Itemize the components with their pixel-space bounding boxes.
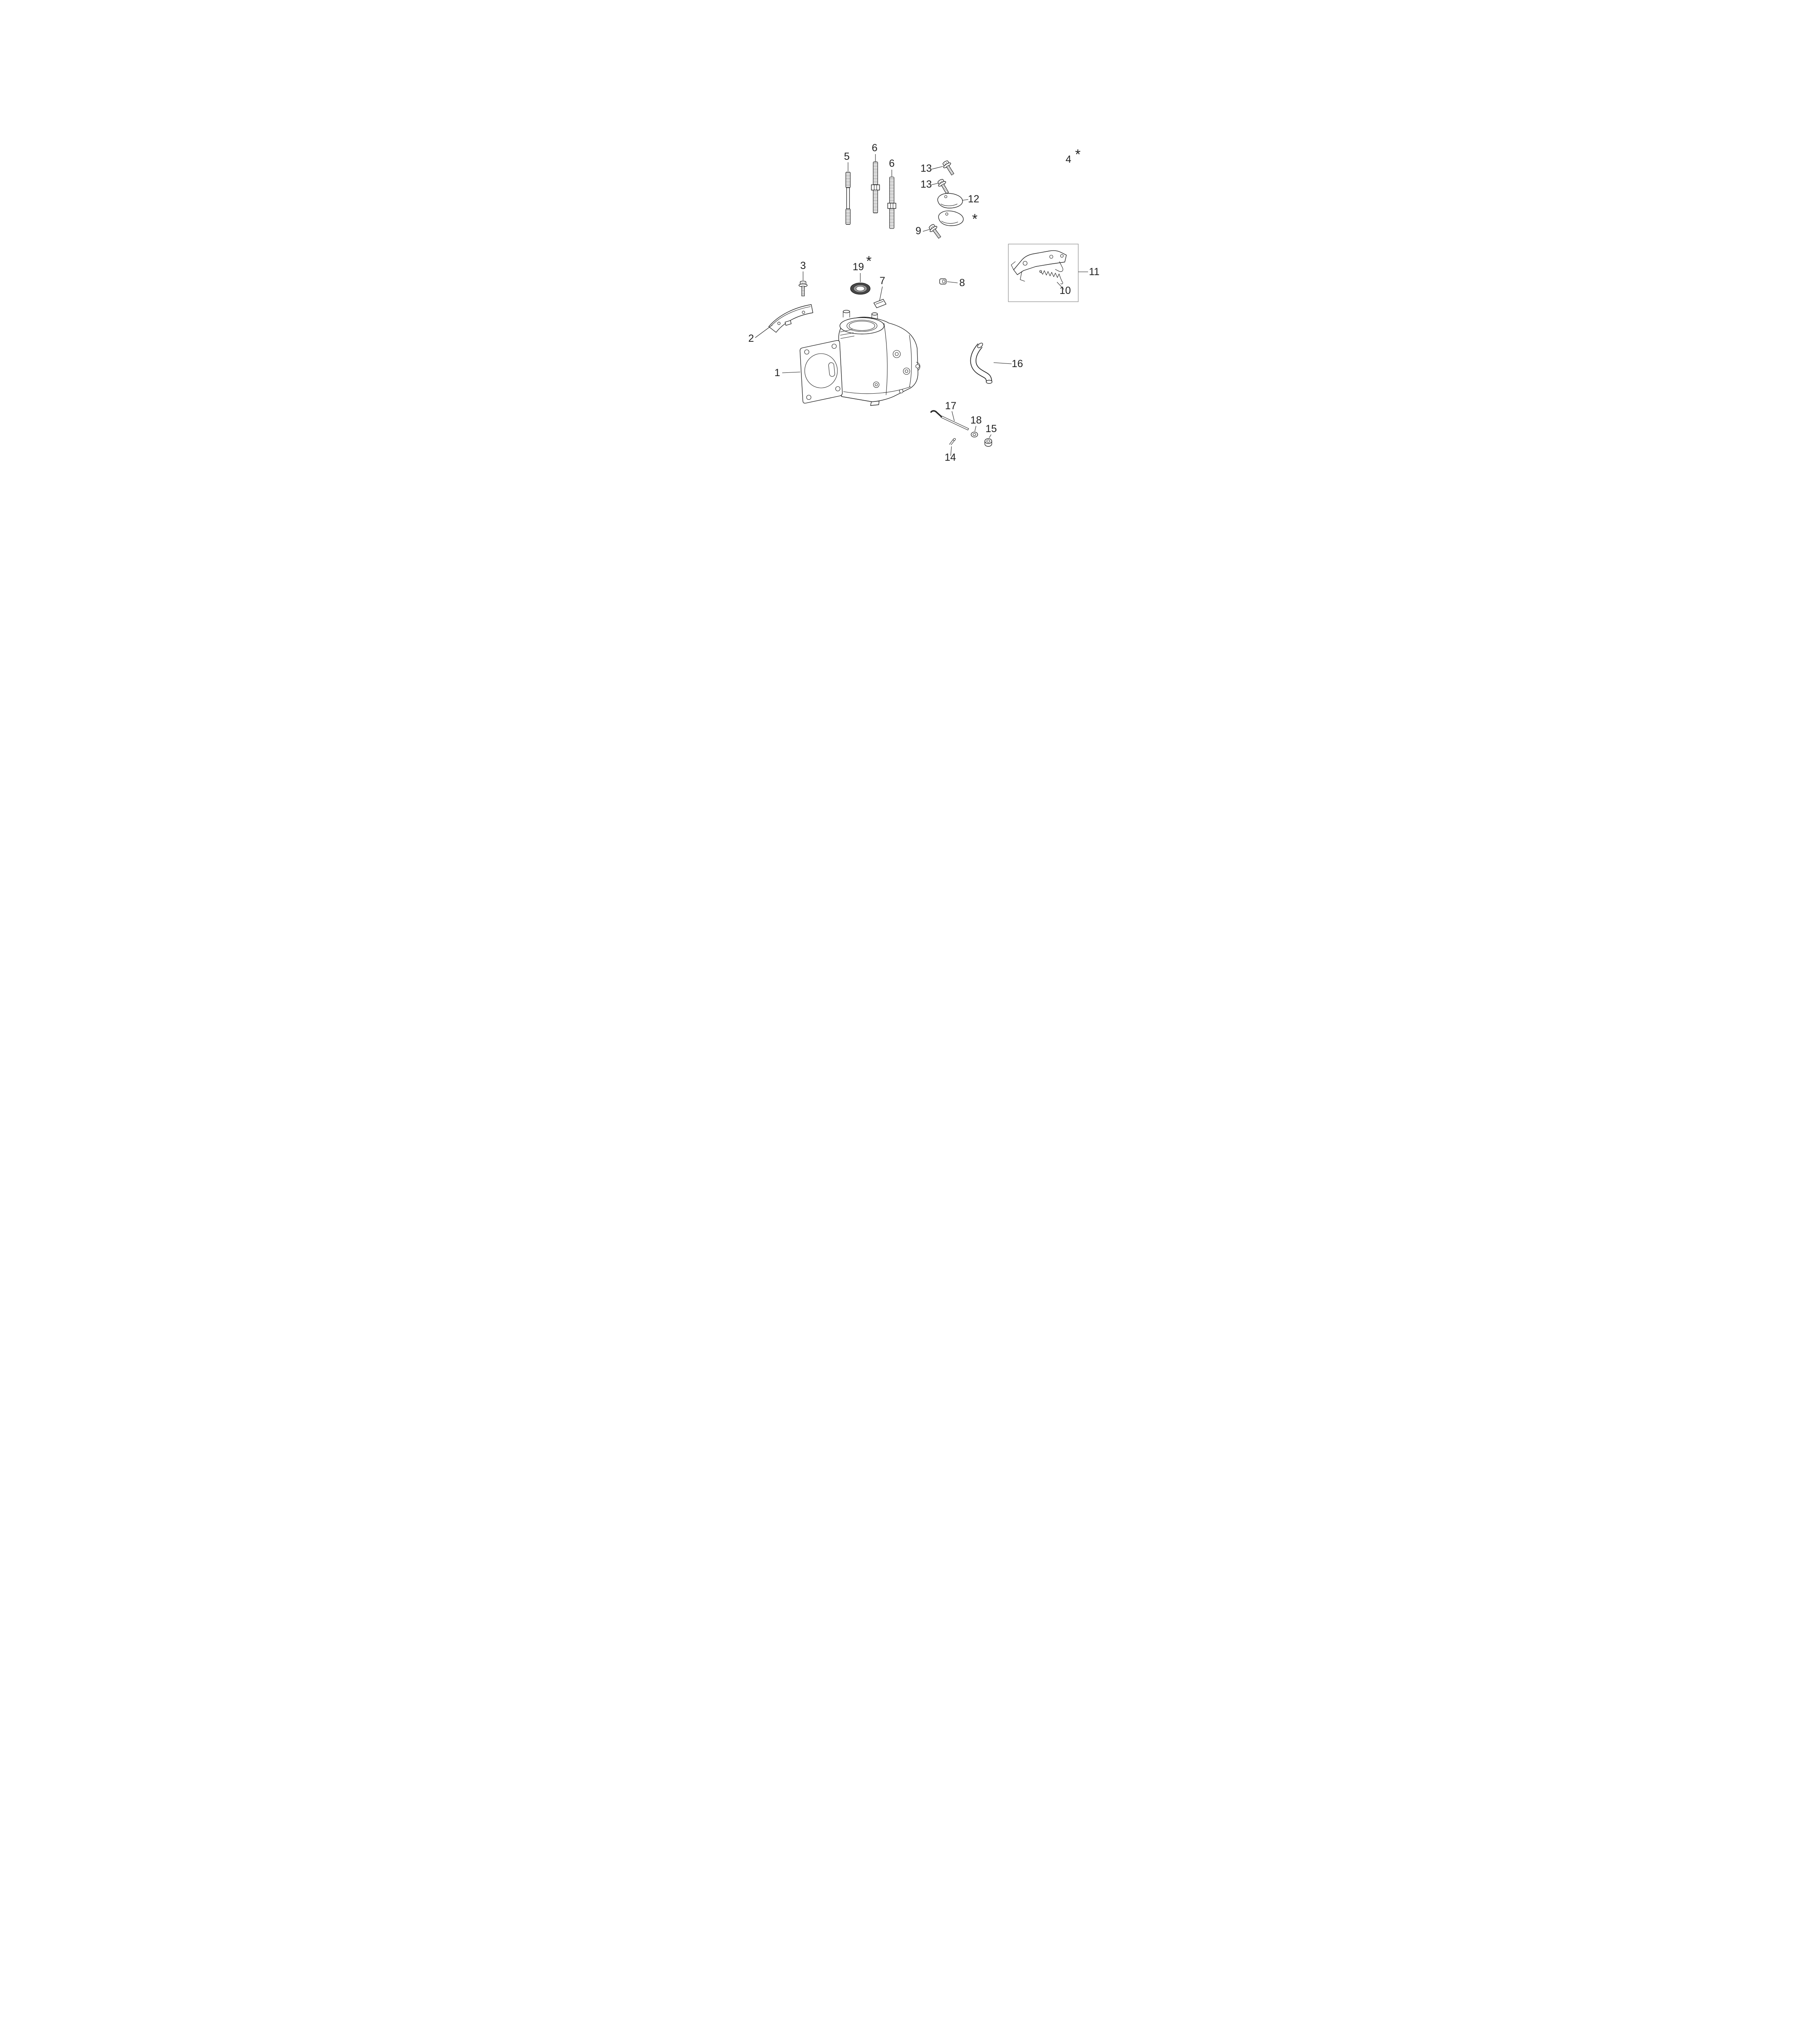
leader-8 [947,281,958,283]
part-17-rod [930,410,969,430]
leader-7 [879,286,883,301]
callout-7: 7 [880,275,885,287]
part-13-flange-bolt-bottom [936,177,952,195]
part-7-plate [873,299,886,308]
leader-17 [952,411,955,421]
callout-1: 1 [774,367,780,379]
part-9-flange-bolt [927,222,944,240]
callout-13-top: 13 [920,163,932,174]
leader-12 [962,199,969,201]
callout-17: 17 [945,400,956,412]
gasket-bore [804,353,838,388]
part-11-detail-box [1008,244,1079,302]
asterisk-4: * [1075,147,1080,162]
callout-8: 8 [959,277,965,289]
callout-9: 9 [916,225,921,237]
leader-18 [974,426,976,432]
callout-15: 15 [985,423,997,435]
callout-11: 11 [1089,266,1100,278]
part-15-bushing [984,438,992,447]
leader-10 [1057,282,1064,290]
leader-16 [993,362,1012,364]
callout-3: 3 [800,260,806,271]
asterisk-12: * [972,211,977,227]
part-8-clip [939,278,947,285]
part-5-stud [845,172,851,225]
callout-12: 12 [968,193,979,205]
exploded-parts-diagram: 5 6 6 13 13 12 * 9 4 * 3 19 * 7 8 11 10 … [748,142,1100,463]
part-11-governor-bracket [1011,250,1067,282]
callout-13-bottom: 13 [920,179,932,190]
part-14-clip [949,438,956,445]
leader-2 [755,325,773,338]
callout-2: 2 [748,333,754,344]
leader-13-top [931,166,943,170]
asterisk-19: * [866,253,871,269]
callout-14: 14 [945,452,956,463]
callout-6-left: 6 [872,142,877,154]
part-12-cover-plate-alt [938,211,964,226]
callout-19: 19 [853,261,864,273]
callout-5: 5 [844,151,850,162]
part-16-breather-hose [970,343,992,384]
leader-15 [989,434,992,438]
part-13-flange-bolt-top [941,159,957,177]
part-19-oil-seal [850,282,871,295]
part-6-stud-right [887,177,896,229]
leader-1 [782,372,801,373]
parts-diagram-page: 5 6 6 13 13 12 * 9 4 * 3 19 * 7 8 11 10 … [679,0,1132,640]
leader-13-bottom [931,183,939,185]
callout-10: 10 [1059,285,1071,296]
callout-4: 4 [1066,154,1071,165]
part-3-flange-bolt [799,280,808,296]
callout-6-right: 6 [889,158,895,169]
callout-18: 18 [970,415,982,426]
part-12-cover-plate [937,193,963,208]
part-18-washer [971,432,978,437]
cylinder-bore [846,320,877,332]
part-6-stud-left [871,161,880,213]
leader-9 [922,229,930,232]
part-10-spring [1039,270,1063,285]
callout-16: 16 [1012,358,1023,370]
part-1-cylinder-assembly [799,310,920,406]
part-2-deflector-plate [768,304,813,333]
leader-14 [950,446,952,456]
